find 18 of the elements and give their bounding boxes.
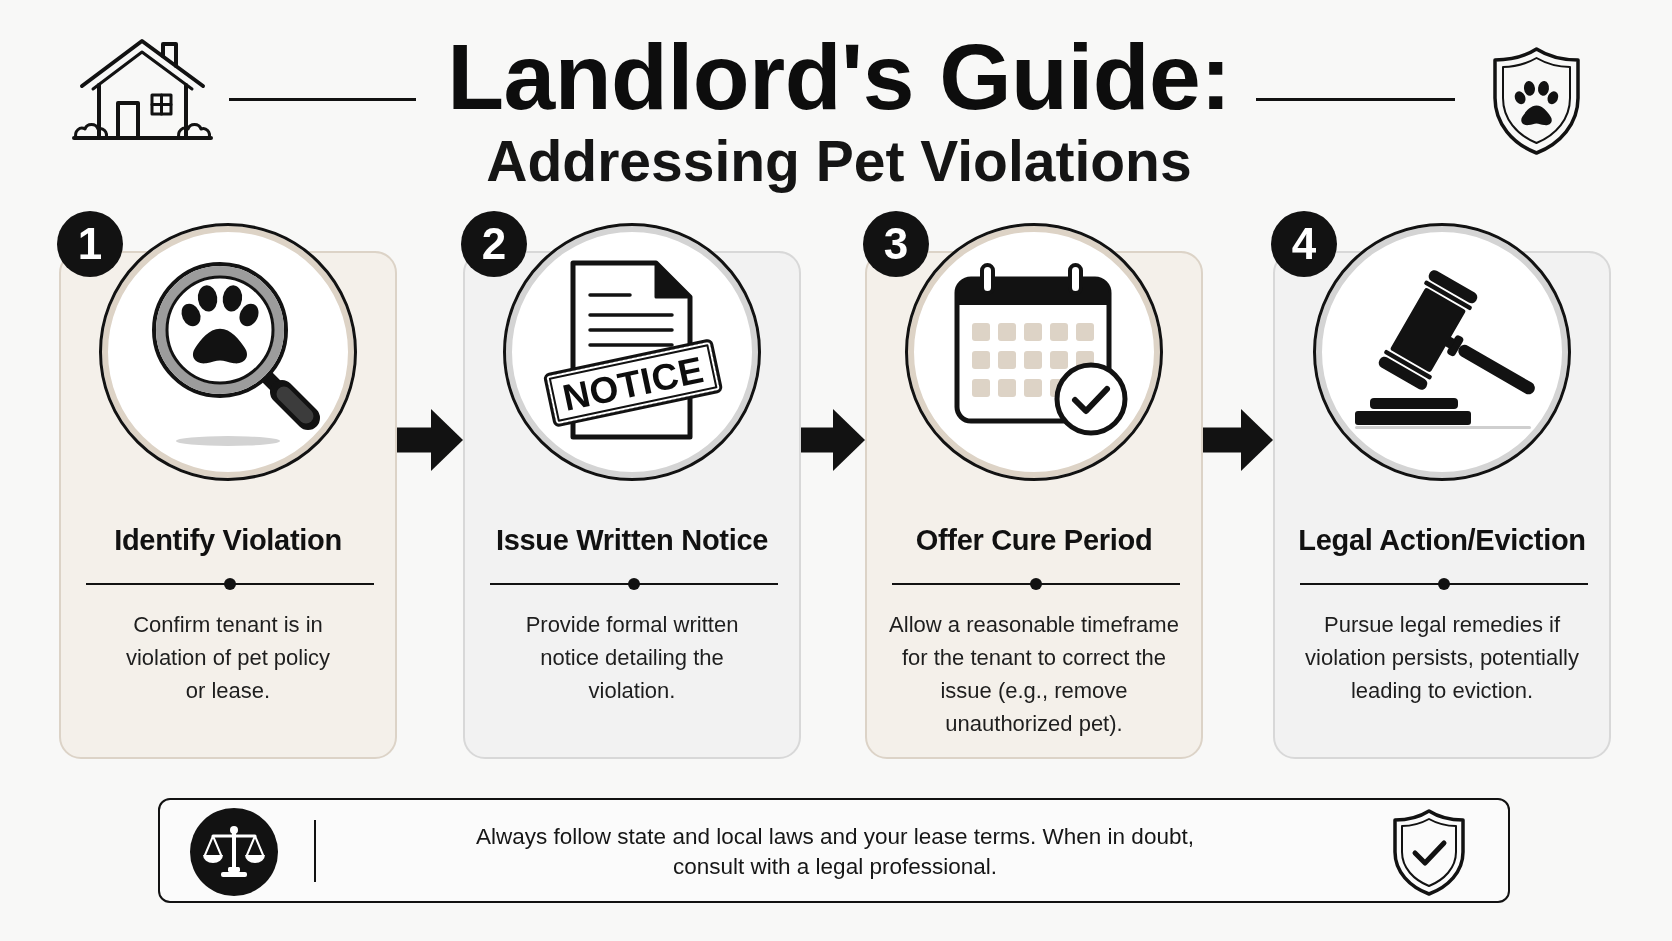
step-title: Issue Written Notice (495, 523, 769, 557)
arrow (1203, 409, 1273, 471)
disclaimer-text: Always follow state and local laws and your lease terms. When in doubt, consult with a legal professional. (475, 823, 1195, 881)
step-title: Identify Violation (114, 523, 342, 557)
step-number: 3 (863, 211, 929, 277)
step-number: 2 (461, 211, 527, 277)
step-title: Offer Cure Period (915, 523, 1153, 557)
step-number: 1 (57, 211, 123, 277)
step-number: 4 (1271, 211, 1337, 277)
disclaimer-box (158, 798, 1510, 903)
title: Landlord's Guide: (447, 31, 1231, 124)
arrow (801, 409, 865, 471)
step-description: Provide formal written notice detailing the violation. (524, 611, 740, 705)
step-description: Pursue legal remedies if violation persists, potentially leading to eviction. (1304, 611, 1580, 705)
step-description: Confirm tenant is in violation of pet policy or lease. (124, 611, 332, 705)
arrow (397, 409, 463, 471)
step-description: Allow a reasonable timeframe for the tenant to correct the issue (e.g., remove unauthorized pet). (888, 611, 1180, 738)
step-title: Legal Action/Eviction (1298, 523, 1586, 557)
